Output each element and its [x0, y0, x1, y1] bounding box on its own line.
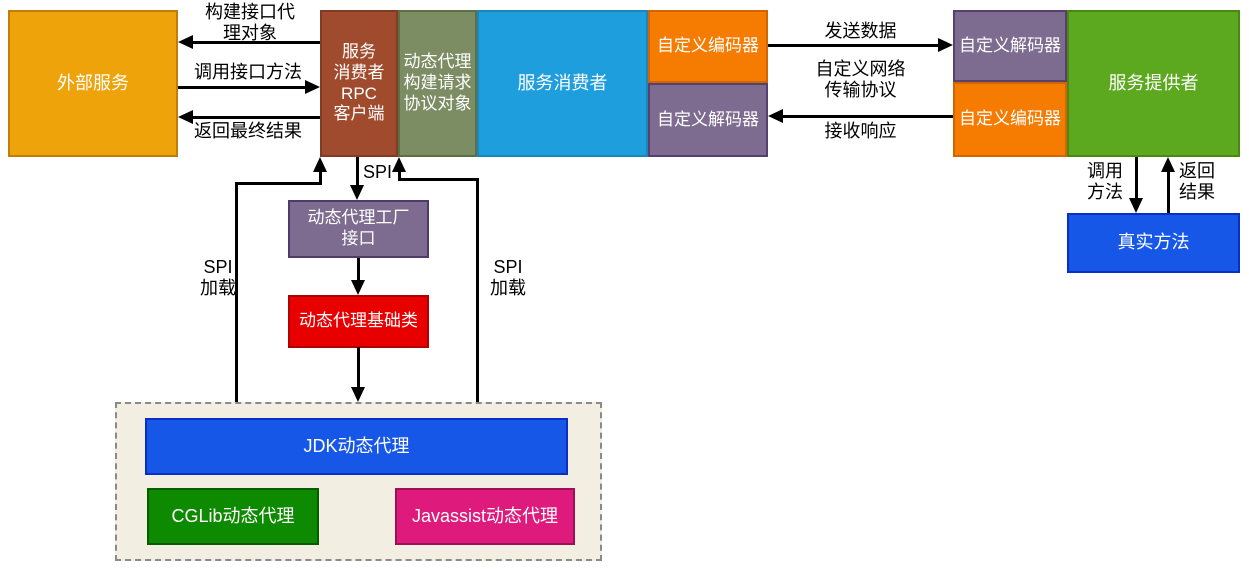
arrowhead-down-icon [351, 387, 365, 402]
return-result-arrow-line [191, 116, 320, 119]
consumer-encoder-box: 自定义编码器 [648, 10, 768, 83]
cglib-proxy-box: CGLib动态代理 [147, 488, 319, 545]
spi-load-right-vertical-line [476, 178, 479, 402]
provider-encoder-box: 自定义编码器 [953, 82, 1067, 157]
build-proxy-label: 构建接口代 理对象 [205, 2, 295, 43]
arrowhead-down-icon [350, 185, 364, 200]
external-service-box: 外部服务 [8, 10, 178, 157]
arrowhead-right-icon [938, 38, 953, 52]
factory-to-base-arrow-line [357, 258, 360, 280]
arrowhead-up-icon [392, 157, 406, 172]
spi-load-left-stub-line [319, 171, 322, 183]
service-consumer-box: 服务消费者 [477, 10, 648, 157]
arrowhead-left-icon [178, 110, 193, 124]
proxy-base-class-box: 动态代理基础类 [288, 295, 429, 348]
call-method-label: 调用 方法 [1087, 161, 1123, 202]
rpc-client-box: 服务 消费者 RPC 客户端 [320, 10, 398, 157]
real-method-box: 真实方法 [1067, 213, 1240, 273]
spi-down-arrow-line [356, 157, 359, 185]
arrowhead-up-icon [313, 157, 327, 172]
arrowhead-up-icon [1161, 157, 1175, 172]
custom-network-protocol-label: 自定义网络 传输协议 [815, 59, 906, 100]
call-interface-method-label: 调用接口方法 [194, 62, 302, 82]
return-final-result-label: 返回最终结果 [194, 121, 302, 141]
call-interface-arrow-line [178, 86, 306, 89]
jdk-proxy-box: JDK动态代理 [145, 418, 568, 475]
receive-response-label: 接收响应 [824, 121, 897, 141]
consumer-decoder-box: 自定义解码器 [648, 83, 768, 157]
spi-load-right-label: SPI 加载 [490, 257, 526, 298]
proxy-request-builder-box: 动态代理 构建请求 协议对象 [398, 10, 477, 157]
build-proxy-arrow-line [191, 41, 320, 44]
arrowhead-down-icon [351, 280, 365, 295]
spi-load-left-horizontal-line [235, 182, 322, 185]
receive-response-arrow-line [783, 115, 953, 118]
service-provider-box: 服务提供者 [1067, 10, 1240, 157]
spi-label: SPI [363, 162, 393, 182]
arrowhead-right-icon [305, 80, 320, 94]
spi-load-left-vertical-line [235, 182, 238, 402]
spi-load-left-label: SPI 加载 [200, 257, 236, 298]
send-data-arrow-line [768, 44, 939, 47]
provider-decoder-box: 自定义解码器 [953, 10, 1067, 82]
return-result-label: 返回 结果 [1179, 161, 1215, 202]
spi-load-right-stub-line [398, 171, 401, 179]
base-to-container-arrow-line [357, 347, 360, 387]
arrowhead-left-icon [178, 35, 193, 49]
proxy-factory-interface-box: 动态代理工厂 接口 [288, 200, 429, 258]
arrowhead-left-icon [768, 109, 783, 123]
return-result-up-arrow-line [1167, 171, 1170, 213]
javassist-proxy-box: Javassist动态代理 [395, 488, 575, 545]
call-method-arrow-line [1135, 157, 1138, 199]
arrowhead-down-icon [1129, 198, 1143, 213]
send-data-label: 发送数据 [824, 21, 897, 41]
spi-load-right-horizontal-line [398, 178, 479, 181]
